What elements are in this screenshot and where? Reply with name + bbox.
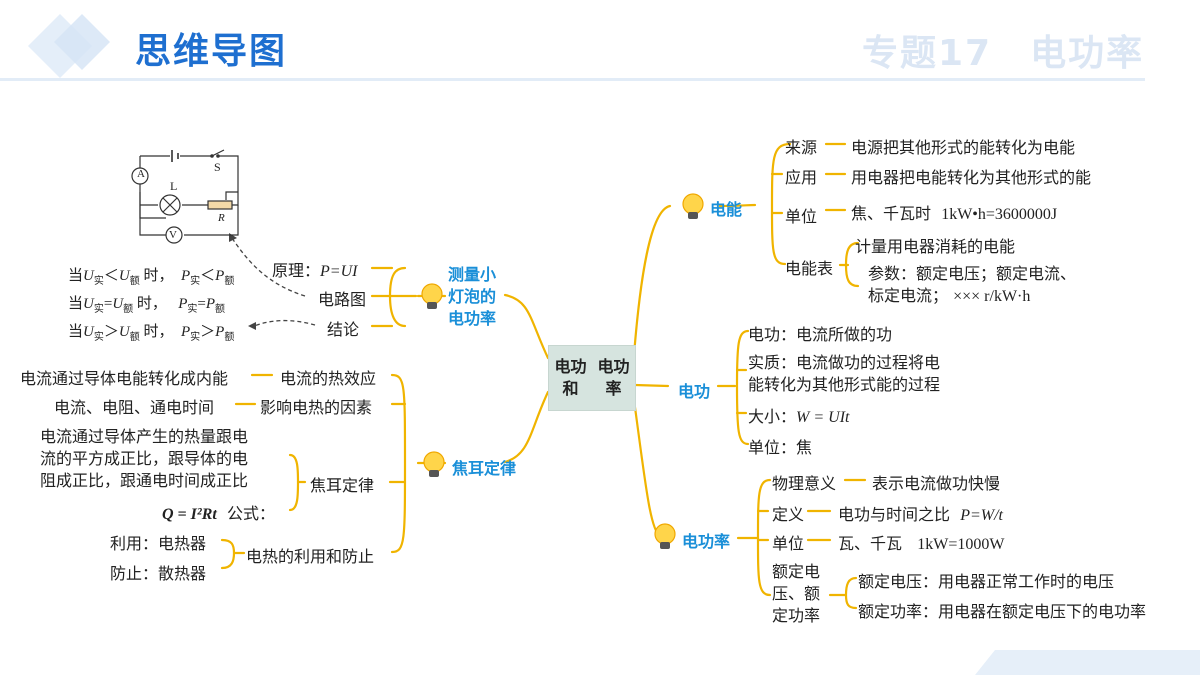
- voltmeter-icon: [165, 226, 183, 244]
- lightbulb-icon: [654, 523, 676, 549]
- energy-application-node: 应用: [785, 168, 818, 187]
- rated-voltage-desc: 额定电压：用电器正常工作时的电压: [858, 572, 1115, 591]
- rheostat-icon: [207, 200, 233, 210]
- joule-law-node: 焦耳定律: [310, 476, 375, 495]
- energy-unit-desc: 焦、千瓦时 1kW•h=3600000J: [851, 204, 1058, 223]
- center-topic: 电功和电功率: [548, 345, 636, 411]
- factors-desc: 电流、电阻、通电时间: [54, 398, 215, 417]
- principle-node: 原理：P=UI: [272, 261, 358, 280]
- header-divider: [0, 78, 1145, 81]
- topic-title: 专题17 电功率: [862, 33, 1145, 74]
- lightbulb-icon: [682, 193, 704, 219]
- joule-formula: Q = I²Rt 公式：: [162, 504, 275, 523]
- factors-node: 影响电热的因素: [260, 398, 373, 417]
- conclusion-line-2: 当U实=U额 时， P实=P额: [68, 296, 225, 315]
- power-branch-title: 电功率: [682, 532, 731, 551]
- switch-label: S: [214, 160, 221, 174]
- rated-power-desc: 额定功率：用电器在额定电压下的电功率: [858, 602, 1147, 621]
- work-unit: 单位：焦: [748, 438, 813, 457]
- header-diamond-decoration: [28, 14, 110, 78]
- heat-prevent-item: 防止：散热器: [110, 564, 207, 583]
- page-title: 思维导图: [135, 31, 288, 72]
- rheostat-label: R: [218, 212, 225, 224]
- voltmeter-label: V: [169, 229, 177, 241]
- energy-application-desc: 用电器把电能转化为其他形式的能: [851, 168, 1092, 187]
- lightbulb-icon: [423, 451, 445, 477]
- power-unit-node: 单位: [772, 534, 805, 553]
- measure-branch-title: 测量小灯泡的电功率: [448, 265, 497, 328]
- power-meaning-node: 物理意义: [772, 474, 837, 493]
- circuit-diagram-node: 电路图: [318, 290, 367, 309]
- joule-branch-title: 焦耳定律: [452, 459, 517, 478]
- power-definition-node: 定义: [772, 505, 805, 524]
- footer-decoration: [975, 650, 1200, 675]
- energy-meter-params: 参数：额定电压；额定电流、 标定电流； ××× r/kW·h: [868, 264, 1077, 305]
- conclusion-line-1: 当U实＜U额 时， P实＜P额: [68, 268, 235, 287]
- conclusion-line-3: 当U实＞U额 时， P实＞P额: [68, 324, 235, 343]
- energy-unit-node: 单位: [785, 207, 818, 226]
- energy-meter-node: 电能表: [785, 259, 834, 278]
- conclusion-node: 结论: [327, 320, 360, 339]
- heat-use-node: 电热的利用和防止: [246, 547, 375, 566]
- energy-meter-desc-1: 计量用电器消耗的电能: [855, 237, 1016, 256]
- ammeter-label: A: [137, 168, 145, 180]
- joule-law-desc: 电流通过导体产生的热量跟电流的平方成正比，跟导体的电阻成正比，跟通电时间成正比: [40, 427, 249, 490]
- power-unit-desc: 瓦、千瓦 1kW=1000W: [838, 534, 1005, 553]
- work-definition: 电功：电流所做的功: [748, 325, 893, 344]
- power-meaning-desc: 表示电流做功快慢: [872, 474, 1001, 493]
- lightbulb-icon: [421, 283, 443, 309]
- work-size: 大小：W = UIt: [748, 407, 850, 426]
- work-essence: 实质：电流做功的过程将电能转化为其他形式能的过程: [748, 353, 941, 394]
- power-definition-desc: 电功与时间之比 P=W/t: [838, 505, 1003, 524]
- work-branch-title: 电功: [678, 382, 711, 401]
- lamp-label: L: [170, 179, 178, 193]
- energy-source-node: 来源: [785, 138, 818, 157]
- heat-effect-node: 电流的热效应: [280, 369, 377, 388]
- heat-effect-desc: 电流通过导体电能转化成内能: [20, 369, 229, 388]
- energy-branch-title: 电能: [710, 200, 743, 219]
- ammeter-icon: [131, 167, 149, 185]
- power-rated-node: 额定电压、额定功率: [772, 562, 821, 625]
- heat-use-item: 利用：电热器: [110, 534, 207, 553]
- energy-source-desc: 电源把其他形式的能转化为电能: [851, 138, 1076, 157]
- circuit-diagram: [131, 149, 239, 244]
